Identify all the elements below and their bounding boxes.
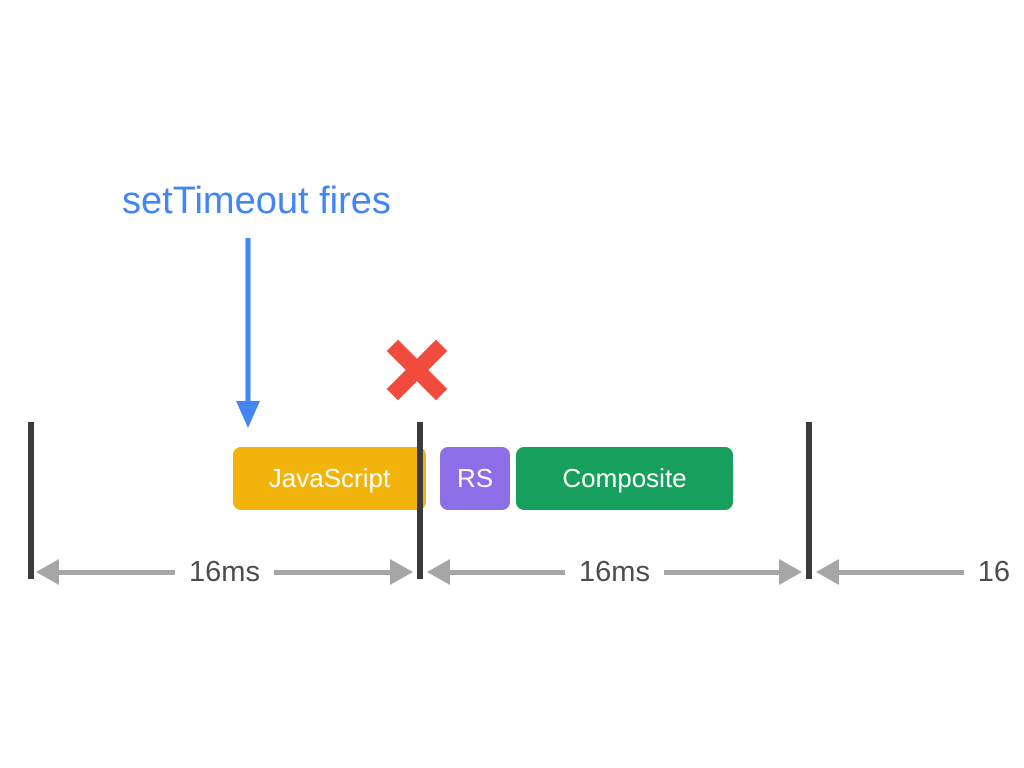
arrow-left-icon (427, 559, 450, 585)
dropped-frame-x-icon (386, 339, 448, 401)
frame-interval-measure: 16ms (427, 548, 803, 596)
recalculate-styles-block: RS (440, 447, 510, 510)
frame-boundary-line (417, 422, 423, 579)
down-arrow-icon (236, 238, 260, 428)
javascript-block-label: JavaScript (268, 463, 391, 493)
frame-interval-measure: 16ms (36, 548, 414, 596)
interval-duration-label: 16ms (189, 555, 260, 588)
arrow-right-icon (779, 559, 803, 585)
arrow-left-icon (36, 559, 59, 585)
measure-line (59, 569, 176, 575)
interval-duration-label: 16ms (579, 555, 650, 588)
measure-line (450, 569, 566, 575)
measure-line (663, 569, 780, 575)
recalculate-styles-block-label: RS (456, 463, 494, 493)
composite-block-label: Composite (562, 463, 687, 493)
measure-line (273, 569, 391, 575)
arrow-right-icon (390, 559, 414, 585)
settimeout-fires-label: setTimeout fires (122, 180, 391, 222)
frame-interval-measure: 16 (816, 548, 1024, 596)
frame-boundary-line (806, 422, 812, 579)
javascript-block: JavaScript (233, 447, 426, 510)
frame-boundary-line (28, 422, 34, 579)
composite-block: Composite (516, 447, 733, 510)
interval-duration-label: 16 (977, 555, 1010, 588)
measure-line (839, 569, 964, 575)
arrow-left-icon (816, 559, 839, 585)
